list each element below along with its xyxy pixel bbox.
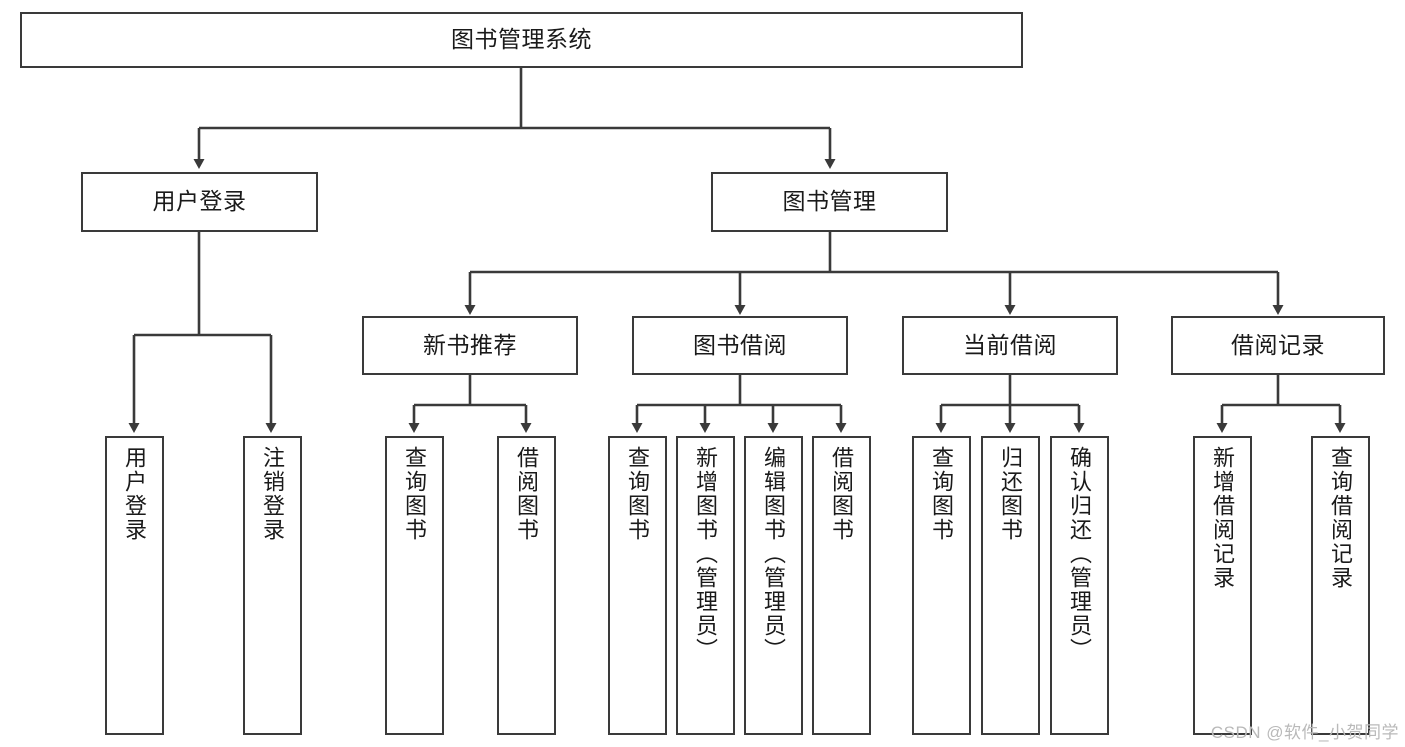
node-label: 查询图书	[929, 446, 955, 542]
leaf-user-login-signout[interactable]: 注销登录	[243, 436, 302, 735]
leaf-record-query-borrow-record[interactable]: 查询借阅记录	[1311, 436, 1370, 735]
node-label: 新增借阅记录	[1210, 446, 1236, 590]
node-label: 编辑图书（管理员）	[761, 446, 787, 662]
node-label: 用户登录	[122, 446, 148, 542]
node-user-login[interactable]: 用户登录	[81, 172, 318, 232]
node-label: 借阅图书	[829, 446, 855, 542]
watermark: CSDN @软件_小贺同学	[1210, 723, 1399, 742]
node-label: 新增图书（管理员）	[693, 446, 719, 662]
leaf-current-return-book[interactable]: 归还图书	[981, 436, 1040, 735]
leaf-current-confirm-return-admin[interactable]: 确认归还（管理员）	[1050, 436, 1109, 735]
leaf-borrow-borrow-book[interactable]: 借阅图书	[812, 436, 871, 735]
node-label: 查询图书	[625, 446, 651, 542]
node-label: 图书借阅	[693, 331, 787, 358]
leaf-borrow-edit-book-admin[interactable]: 编辑图书（管理员）	[744, 436, 803, 735]
node-label: 借阅图书	[514, 446, 540, 542]
leaf-borrow-query-book[interactable]: 查询图书	[608, 436, 667, 735]
node-label: 确认归还（管理员）	[1067, 446, 1093, 662]
node-root-book-management-system[interactable]: 图书管理系统	[20, 12, 1023, 68]
leaf-record-add-borrow-record[interactable]: 新增借阅记录	[1193, 436, 1252, 735]
leaf-current-query-book[interactable]: 查询图书	[912, 436, 971, 735]
node-label: 查询图书	[402, 446, 428, 542]
node-label: 新书推荐	[423, 331, 517, 358]
leaf-recommend-borrow-book[interactable]: 借阅图书	[497, 436, 556, 735]
node-book-management[interactable]: 图书管理	[711, 172, 948, 232]
node-label: 图书管理	[782, 188, 877, 215]
node-label: 归还图书	[998, 446, 1024, 542]
node-label: 当前借阅	[963, 331, 1057, 358]
node-new-book-recommend[interactable]: 新书推荐	[362, 316, 578, 375]
leaf-borrow-add-book-admin[interactable]: 新增图书（管理员）	[676, 436, 735, 735]
leaf-user-login-signin[interactable]: 用户登录	[105, 436, 164, 735]
node-label: 借阅记录	[1231, 331, 1325, 358]
node-label: 图书管理系统	[451, 26, 592, 53]
node-label: 查询借阅记录	[1328, 446, 1354, 590]
node-book-borrow[interactable]: 图书借阅	[632, 316, 848, 375]
node-borrow-record[interactable]: 借阅记录	[1171, 316, 1385, 375]
node-label: 注销登录	[260, 446, 286, 542]
node-label: 用户登录	[152, 188, 247, 215]
node-current-borrow[interactable]: 当前借阅	[902, 316, 1118, 375]
leaf-recommend-query-book[interactable]: 查询图书	[385, 436, 444, 735]
